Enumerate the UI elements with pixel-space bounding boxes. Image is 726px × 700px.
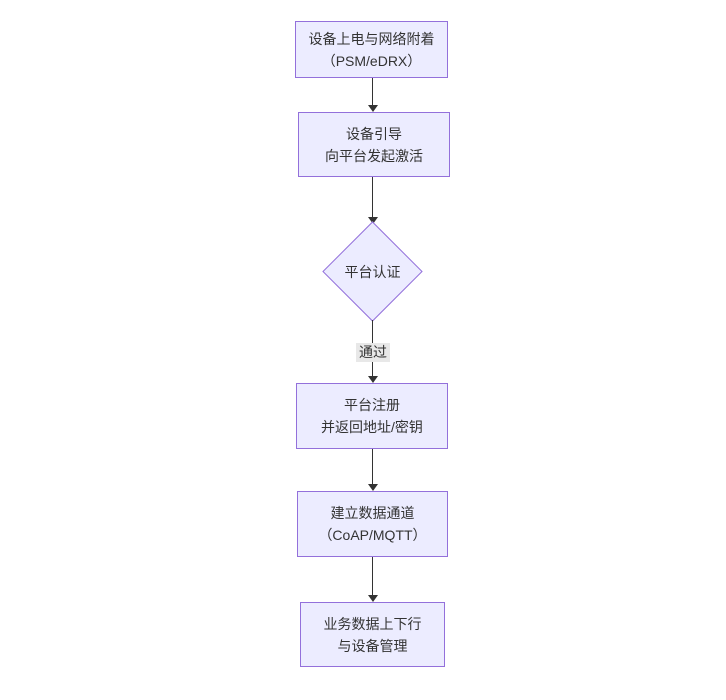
arrowhead-down-icon: [368, 484, 378, 491]
node-label-line: 并返回地址/密钥: [321, 419, 423, 435]
edge-label-pass: 通过: [356, 343, 390, 362]
node-label-line: （PSM/eDRX）: [321, 52, 422, 69]
edge-a-b: [372, 78, 373, 105]
node-business-data: 业务数据上下行 与设备管理: [300, 602, 445, 667]
node-label-line: 设备上电与网络附着: [308, 30, 435, 47]
node-platform-register: 平台注册 并返回地址/密钥: [296, 383, 448, 449]
edge-b-c: [372, 177, 373, 217]
edge-d-e: [372, 449, 373, 484]
arrowhead-down-icon: [368, 376, 378, 383]
node-data-channel: 建立数据通道 （CoAP/MQTT）: [297, 491, 448, 557]
node-label-line: 平台注册: [344, 397, 400, 413]
node-label-line: （CoAP/MQTT）: [318, 527, 427, 543]
node-label-line: 与设备管理: [337, 637, 408, 654]
node-label-line: 建立数据通道: [330, 505, 415, 521]
node-label-line: 平台认证: [344, 264, 401, 280]
arrowhead-down-icon: [368, 105, 378, 112]
node-label-line: 向平台发起激活: [325, 147, 423, 164]
node-label-line: 业务数据上下行: [323, 615, 422, 632]
node-platform-auth: 平台认证: [322, 221, 423, 322]
node-power-network-attach: 设备上电与网络附着 （PSM/eDRX）: [295, 21, 448, 78]
arrowhead-down-icon: [368, 595, 378, 602]
node-label-line: 设备引导: [346, 125, 402, 142]
arrowhead-down-icon: [368, 217, 378, 224]
node-device-bootstrap: 设备引导 向平台发起激活: [298, 112, 450, 177]
edge-e-f: [372, 557, 373, 595]
